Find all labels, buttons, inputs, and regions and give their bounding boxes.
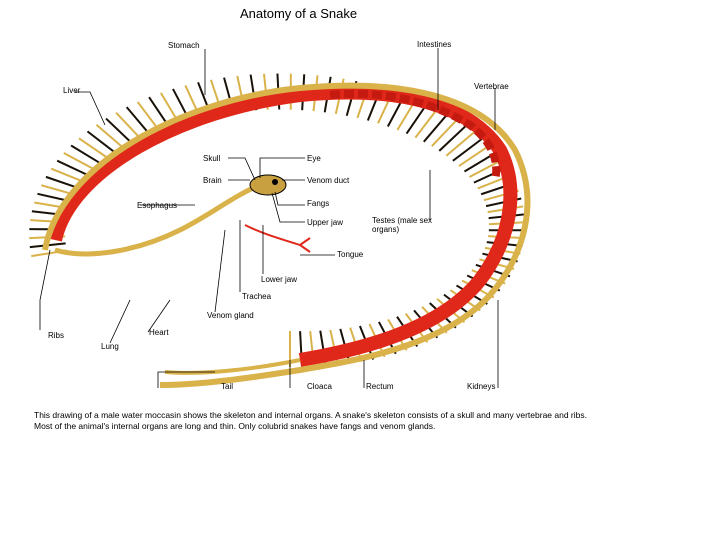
rib — [431, 119, 458, 147]
label-intestines: Intestines — [417, 40, 452, 49]
label-brain: Brain — [203, 176, 222, 185]
rib — [458, 145, 490, 167]
label-eye: Eye — [307, 154, 321, 163]
rib — [105, 117, 133, 145]
rib — [445, 131, 475, 157]
label-ribs: Ribs — [48, 331, 65, 340]
tail-shape — [164, 358, 301, 375]
rib — [86, 130, 117, 155]
label-trachea: Trachea — [242, 292, 272, 301]
label-lung: Lung — [101, 342, 119, 351]
label-upper-jaw: Upper jaw — [307, 218, 344, 227]
rib — [125, 106, 151, 136]
rib — [438, 125, 467, 152]
spine — [42, 82, 531, 388]
rib — [115, 111, 142, 140]
label-venom-duct: Venom duct — [307, 176, 350, 185]
rib — [63, 152, 96, 171]
label-skull: Skull — [203, 154, 221, 163]
label-testes: Testes (male sex organs) — [372, 216, 433, 234]
intestines-shape — [329, 89, 501, 181]
caption: This drawing of a male water moccasin sh… — [34, 410, 587, 431]
rib — [469, 159, 502, 178]
label-venom-gland: Venom gland — [207, 311, 254, 320]
label-tail: Tail — [221, 382, 234, 391]
skull-shape — [249, 174, 287, 196]
rib — [414, 108, 439, 139]
rib — [78, 137, 110, 160]
label-esophagus: Esophagus — [137, 201, 178, 210]
rib — [70, 144, 103, 166]
rib — [423, 113, 448, 143]
eye-shape — [272, 179, 278, 185]
label-lower-jaw: Lower jaw — [261, 275, 298, 284]
leader-lines — [39, 48, 499, 388]
label-kidneys: Kidneys — [467, 382, 496, 391]
rib — [452, 138, 483, 162]
label-vertebrae: Vertebrae — [474, 82, 509, 91]
label-rectum: Rectum — [366, 382, 394, 391]
label-liver: Liver — [63, 86, 81, 95]
rib — [405, 103, 428, 135]
label-heart: Heart — [149, 328, 169, 337]
tongue-shape — [244, 224, 311, 253]
rib — [56, 159, 91, 177]
rib — [50, 167, 85, 184]
label-fangs: Fangs — [307, 199, 330, 208]
label-tongue: Tongue — [337, 250, 364, 259]
diagram-title: Anatomy of a Snake — [240, 6, 358, 21]
rib — [95, 124, 125, 149]
neck — [54, 182, 261, 257]
label-cloaca: Cloaca — [307, 382, 332, 391]
label-stomach: Stomach — [168, 41, 200, 50]
organ-band — [48, 85, 518, 367]
